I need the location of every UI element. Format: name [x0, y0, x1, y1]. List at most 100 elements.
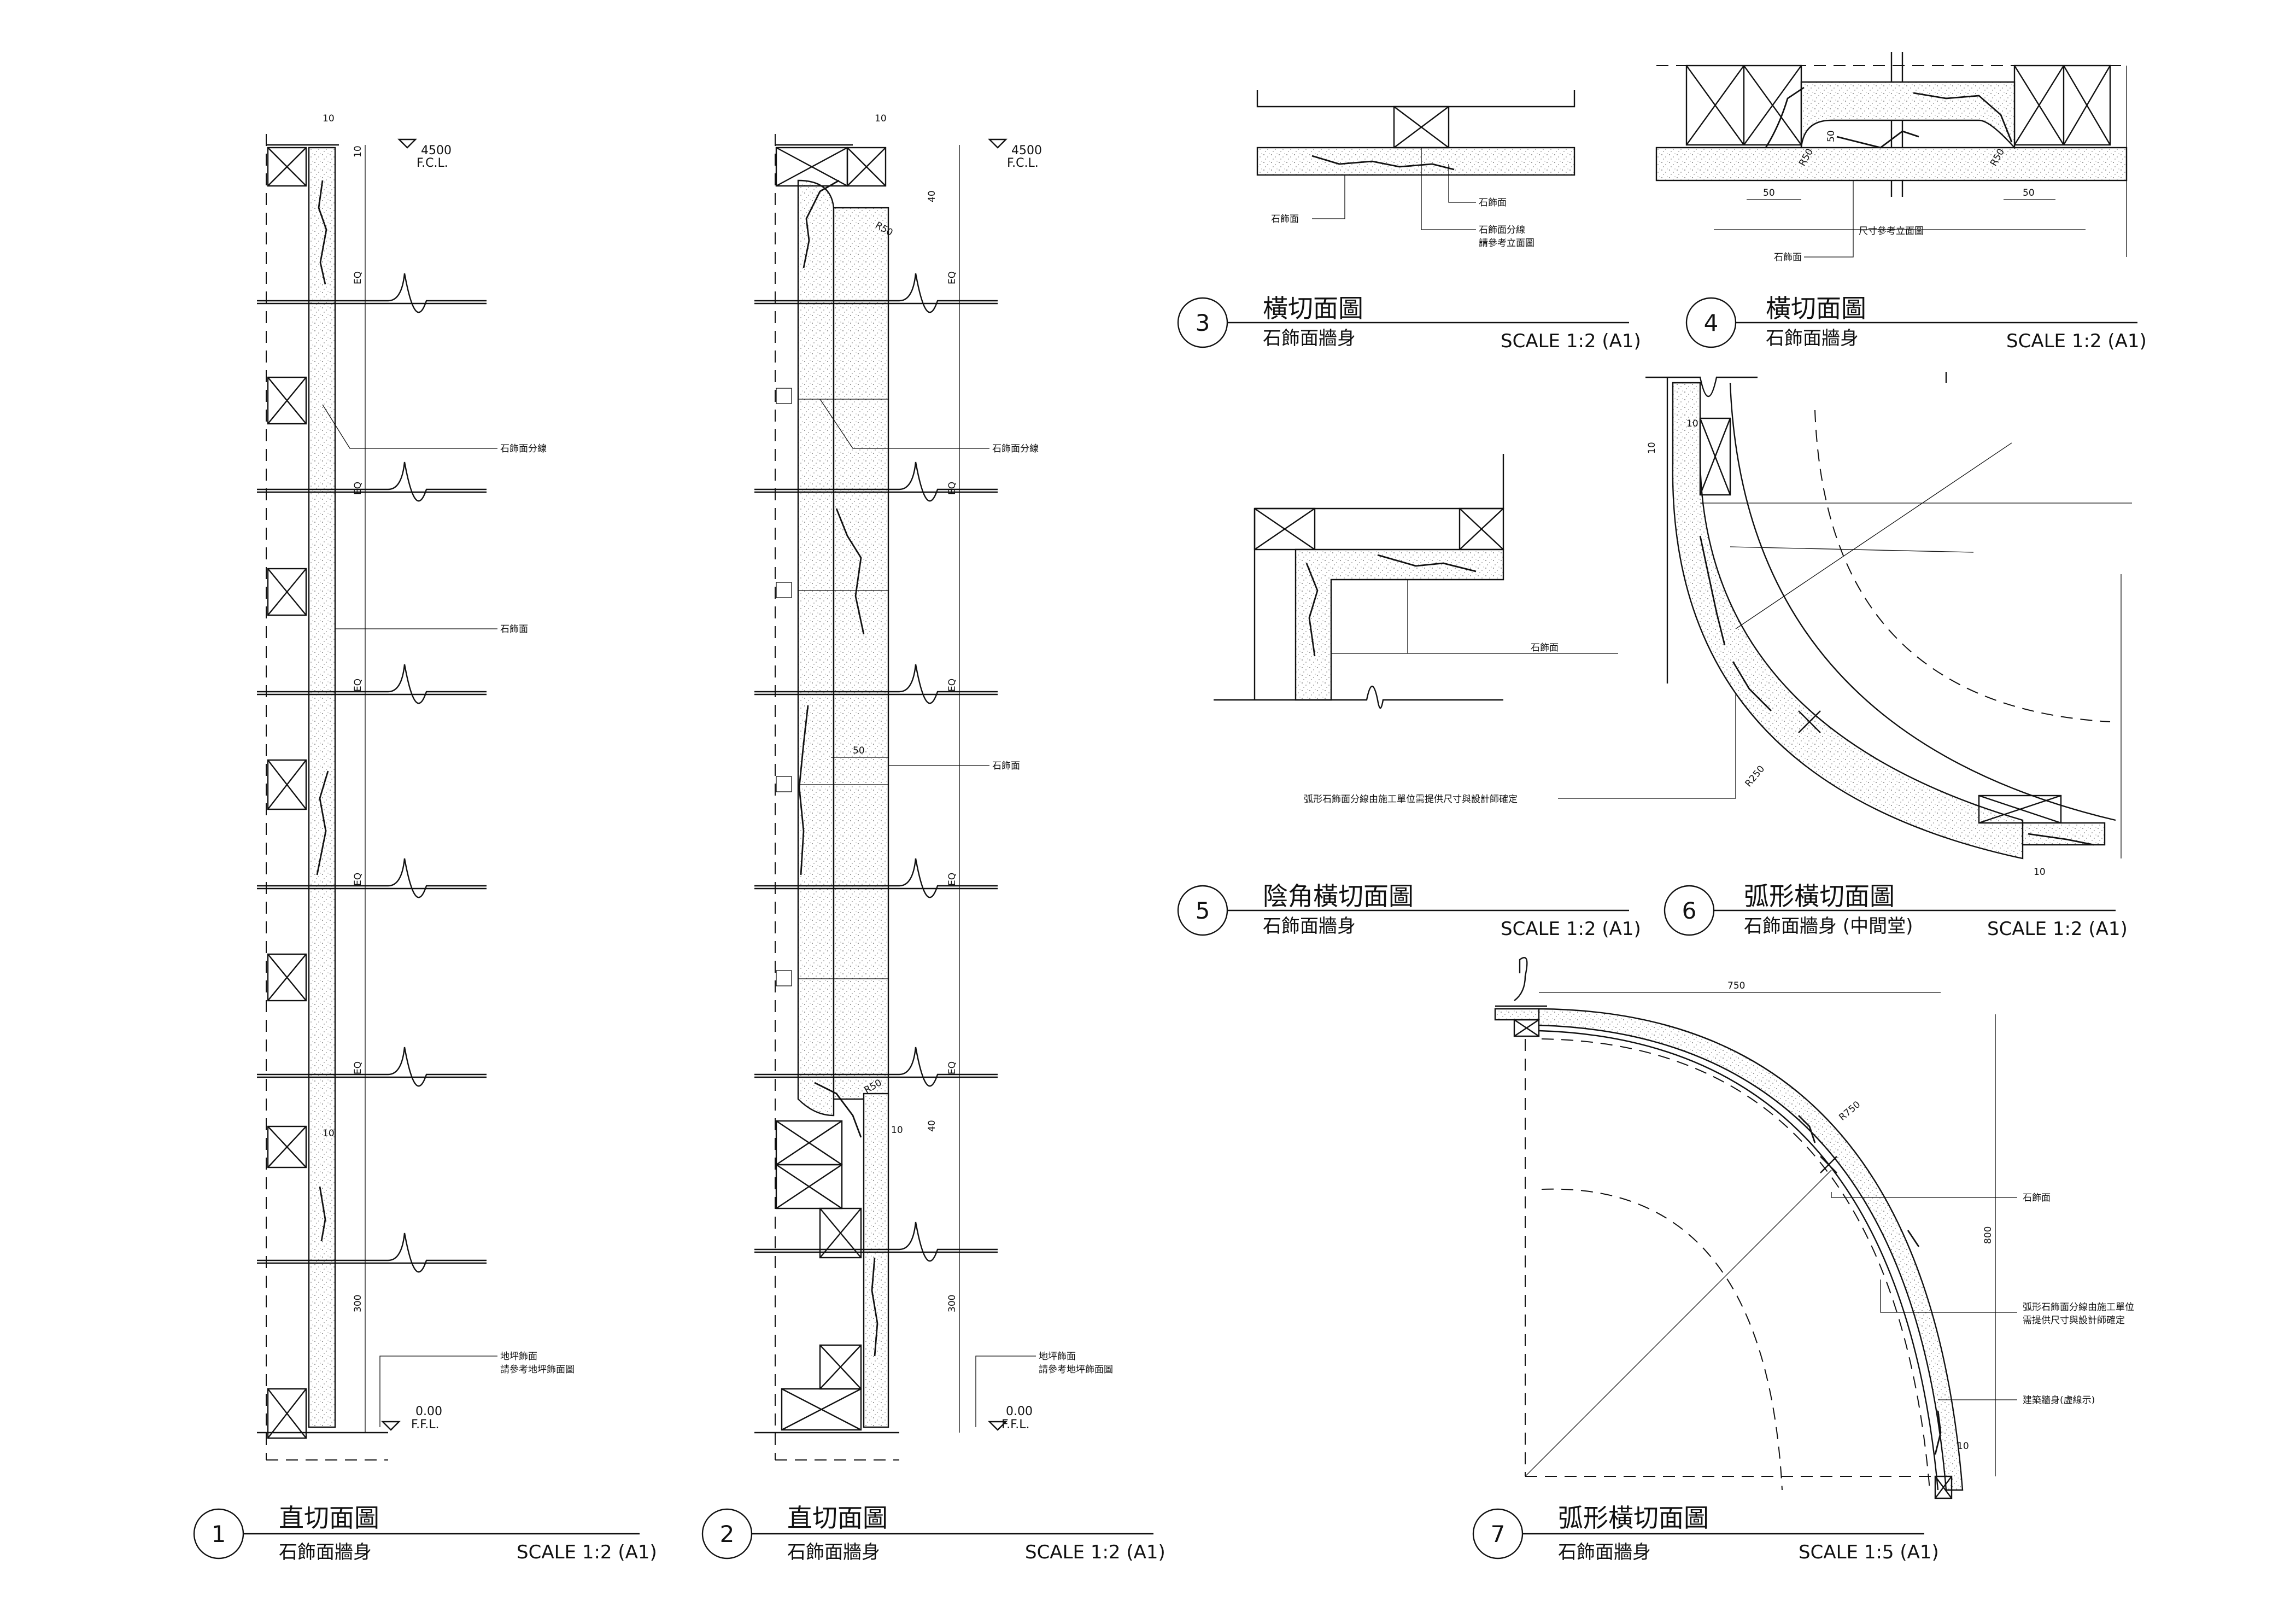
note-size-ref: 尺寸參考立面圖	[1859, 226, 1924, 237]
section-break-lines-2	[754, 273, 998, 1434]
svg-text:石飾面: 石飾面	[1531, 642, 1559, 653]
dim-10: 10	[323, 113, 335, 124]
svg-text:SCALE 1:2 (A1): SCALE 1:2 (A1)	[1501, 330, 1641, 352]
svg-text:EQ: EQ	[947, 679, 958, 692]
svg-text:EQ: EQ	[947, 271, 958, 284]
svg-text:請參考地坪飾面圖: 請參考地坪飾面圖	[500, 1364, 575, 1375]
svg-text:弧形橫切面圖: 弧形橫切面圖	[1744, 881, 1895, 911]
svg-text:EQ: EQ	[353, 1061, 364, 1074]
svg-text:石飾面牆身: 石飾面牆身	[1766, 328, 1859, 349]
svg-text:陰角橫切面圖: 陰角橫切面圖	[1263, 881, 1414, 911]
svg-text:10: 10	[875, 113, 887, 124]
svg-text:請參考立面圖: 請參考立面圖	[1479, 238, 1534, 249]
title-block-2: 2 直切面圖 石飾面牆身 SCALE 1:2 (A1)	[701, 1503, 1165, 1563]
svg-text:石飾面牆身: 石飾面牆身	[1263, 915, 1356, 937]
svg-text:F.F.L.: F.F.L.	[1001, 1418, 1029, 1432]
svg-text:需提供尺寸與設計師確定: 需提供尺寸與設計師確定	[2023, 1315, 2125, 1326]
detail-title: 直切面圖	[279, 1503, 379, 1533]
svg-text:EQ: EQ	[353, 679, 364, 692]
svg-text:0.00: 0.00	[1006, 1405, 1033, 1418]
svg-text:7: 7	[1491, 1521, 1506, 1547]
note-building-wall: 建築牆身(虛線示)	[2023, 1395, 2095, 1406]
svg-text:10: 10	[2034, 867, 2046, 878]
dim-800: 800	[1983, 1226, 1994, 1244]
svg-text:10: 10	[323, 1128, 335, 1139]
dim-eq: EQ	[353, 271, 364, 284]
note-arc-joint: 弧形石飾面分線由施工單位需提供尺寸與設計師確定	[1304, 794, 1518, 805]
detail-3-horizontal-section: 石飾面 石飾面 石飾面分線 請參考立面圖	[1256, 90, 1575, 249]
note-floor-finish-1: 地坪飾面	[500, 1351, 537, 1362]
svg-text:橫切面圖: 橫切面圖	[1263, 294, 1363, 323]
detail-subtitle: 石飾面牆身	[279, 1541, 372, 1563]
svg-text:10: 10	[1686, 418, 1698, 429]
svg-text:50: 50	[853, 745, 865, 756]
svg-text:地坪飾面: 地坪飾面	[1039, 1351, 1076, 1362]
svg-text:EQ: EQ	[947, 482, 958, 495]
svg-text:10: 10	[353, 145, 364, 157]
level-fcl-label: F.C.L.	[417, 156, 448, 170]
svg-text:EQ: EQ	[353, 873, 364, 886]
svg-text:40: 40	[927, 1120, 938, 1132]
svg-text:SCALE 1:2 (A1): SCALE 1:2 (A1)	[1987, 918, 2128, 940]
note-arc-joint-2a: 弧形石飾面分線由施工單位	[2023, 1302, 2134, 1313]
title-block-1: 1 直切面圖 石飾面牆身 SCALE 1:2 (A1)	[193, 1503, 657, 1563]
detail-4-horizontal-section: 50 50 50 R50 R50 尺寸參考立面圖 石飾面	[1655, 52, 2128, 263]
svg-text:10: 10	[1957, 1441, 1969, 1452]
section-break-lines	[257, 273, 487, 1434]
note-stone-joint-ref-1: 石飾面分線	[1479, 225, 1525, 236]
svg-text:直切面圖: 直切面圖	[787, 1503, 888, 1533]
svg-text:石飾面牆身: 石飾面牆身	[1263, 328, 1356, 349]
dim-300: 300	[353, 1295, 364, 1312]
svg-text:4500: 4500	[1011, 144, 1042, 157]
dim-r750: R750	[1837, 1099, 1862, 1123]
svg-text:石飾面: 石飾面	[1479, 197, 1507, 208]
svg-text:50: 50	[1826, 130, 1837, 142]
svg-text:EQ: EQ	[947, 1061, 958, 1074]
title-block-4: 4 橫切面圖 石飾面牆身 SCALE 1:2 (A1)	[1685, 294, 2147, 352]
svg-text:6: 6	[1682, 897, 1697, 924]
svg-text:10: 10	[891, 1125, 903, 1136]
svg-text:石飾面: 石飾面	[2023, 1193, 2051, 1204]
svg-text:50: 50	[2023, 188, 2035, 198]
detail-1-vertical-section: EQ EQ EQ EQ EQ 300 10 10 10 4500 F.C.L. …	[257, 113, 575, 1461]
title-block-7: 7 弧形橫切面圖 石飾面牆身 SCALE 1:5 (A1)	[1472, 1503, 1939, 1563]
svg-text:SCALE 1:2 (A1): SCALE 1:2 (A1)	[1501, 918, 1641, 940]
detail-5-inner-corner: 石飾面	[1214, 454, 1618, 709]
detail-6-curved-section: 10 10 R250 10 弧形石飾面分線由施工單位需提供尺寸與設計師確定	[1304, 372, 2132, 878]
svg-text:石飾面: 石飾面	[1774, 252, 1802, 263]
svg-text:石飾面: 石飾面	[1271, 214, 1299, 225]
note-stone: 石飾面	[500, 624, 528, 635]
detail-number: 1	[212, 1521, 226, 1547]
svg-text:弧形橫切面圖: 弧形橫切面圖	[1558, 1503, 1709, 1533]
level-ffl-label: F.F.L.	[411, 1418, 439, 1432]
dim-750: 750	[1727, 980, 1745, 991]
title-block-6: 6 弧形橫切面圖 石飾面牆身 (中間堂) SCALE 1:2 (A1)	[1664, 881, 2128, 940]
title-block-5: 5 陰角橫切面圖 石飾面牆身 SCALE 1:2 (A1)	[1177, 881, 1641, 940]
svg-text:10: 10	[1647, 442, 1657, 454]
svg-text:EQ: EQ	[947, 873, 958, 886]
svg-text:石飾面: 石飾面	[992, 761, 1020, 772]
svg-text:石飾面牆身: 石飾面牆身	[1558, 1541, 1651, 1563]
svg-text:請參考地坪飾面圖: 請參考地坪飾面圖	[1039, 1364, 1113, 1375]
svg-text:SCALE 1:2 (A1): SCALE 1:2 (A1)	[2006, 330, 2147, 352]
svg-text:SCALE 1:2 (A1): SCALE 1:2 (A1)	[1025, 1541, 1165, 1563]
batten-blocks	[267, 147, 307, 1439]
svg-text:3: 3	[1196, 309, 1210, 336]
svg-text:EQ: EQ	[353, 482, 364, 495]
svg-text:300: 300	[947, 1295, 958, 1312]
svg-text:2: 2	[720, 1521, 735, 1547]
svg-text:4: 4	[1704, 309, 1719, 336]
svg-text:石飾面牆身 (中間堂): 石飾面牆身 (中間堂)	[1744, 915, 1913, 937]
note-stone-joint: 石飾面分線	[500, 443, 547, 454]
svg-text:40: 40	[927, 190, 938, 202]
level-ffl-value: 0.00	[415, 1405, 442, 1418]
svg-text:石飾面牆身: 石飾面牆身	[787, 1541, 880, 1563]
detail-7-curved-section: 750 800 R750 10 石飾面 弧形石飾面分線由施工單位 需提供尺寸與設…	[1494, 957, 2134, 1499]
svg-text:石飾面分線: 石飾面分線	[992, 443, 1039, 454]
svg-text:橫切面圖: 橫切面圖	[1766, 294, 1866, 323]
svg-text:5: 5	[1196, 897, 1210, 924]
svg-text:50: 50	[1763, 188, 1775, 198]
title-block-3: 3 橫切面圖 石飾面牆身 SCALE 1:2 (A1)	[1177, 294, 1641, 352]
svg-text:R250: R250	[1743, 763, 1767, 789]
